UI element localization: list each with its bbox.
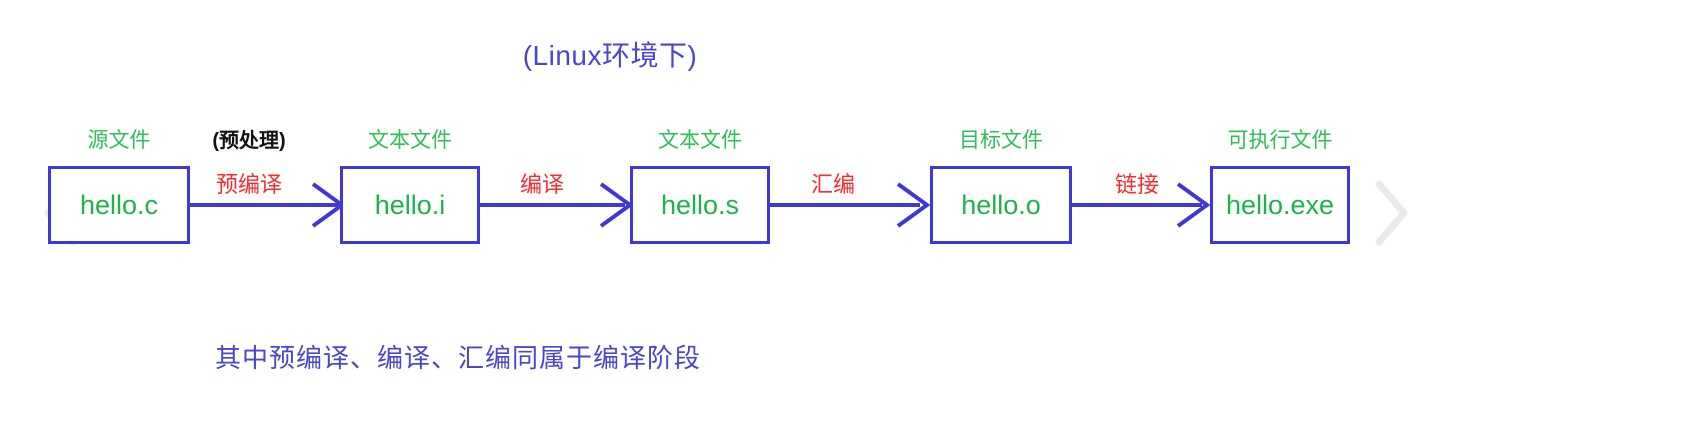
node-text-4: hello.o xyxy=(961,189,1041,220)
node-text-1: hello.c xyxy=(79,189,159,220)
carousel-next-button[interactable] xyxy=(1370,178,1412,248)
node-label-3: 文本文件 xyxy=(658,129,742,152)
arrow-head-4 xyxy=(1175,181,1211,229)
node-label-2: 文本文件 xyxy=(368,129,452,152)
node-text-3: hello.s xyxy=(660,189,740,220)
node-label-1: 源文件 xyxy=(87,129,151,152)
node-label-4: 目标文件 xyxy=(959,129,1043,152)
arrow-label-1: 预编译 xyxy=(215,172,282,197)
arrow-head-1 xyxy=(310,181,346,229)
node-label-5: 可执行文件 xyxy=(1227,129,1333,152)
arrow-line-4 xyxy=(1072,203,1202,207)
arrow-label-4: 链接 xyxy=(1114,172,1159,197)
arrow-label-2: 编译 xyxy=(519,172,564,197)
arrow-line-2 xyxy=(480,203,625,207)
diagram-title: (Linux环境下) xyxy=(522,40,698,71)
node-text-5: hello.exe xyxy=(1225,189,1335,220)
node-box-hello-c[interactable]: hello.c xyxy=(48,166,190,244)
node-box-hello-s[interactable]: hello.s xyxy=(630,166,770,244)
node-box-hello-o[interactable]: hello.o xyxy=(930,166,1072,244)
arrow-label-3: 汇编 xyxy=(810,172,855,197)
arrow-line-1 xyxy=(190,203,340,207)
node-box-hello-exe[interactable]: hello.exe xyxy=(1210,166,1350,244)
node-box-hello-i[interactable]: hello.i xyxy=(340,166,480,244)
node-text-2: hello.i xyxy=(374,189,446,220)
arrow-head-3 xyxy=(895,181,931,229)
chevron-right-icon xyxy=(1370,178,1412,248)
arrow-note-1: (预处理) xyxy=(212,130,286,152)
arrow-line-3 xyxy=(770,203,920,207)
diagram-caption: 其中预编译、编译、汇编同属于编译阶段 xyxy=(215,343,702,373)
arrow-head-2 xyxy=(598,181,634,229)
